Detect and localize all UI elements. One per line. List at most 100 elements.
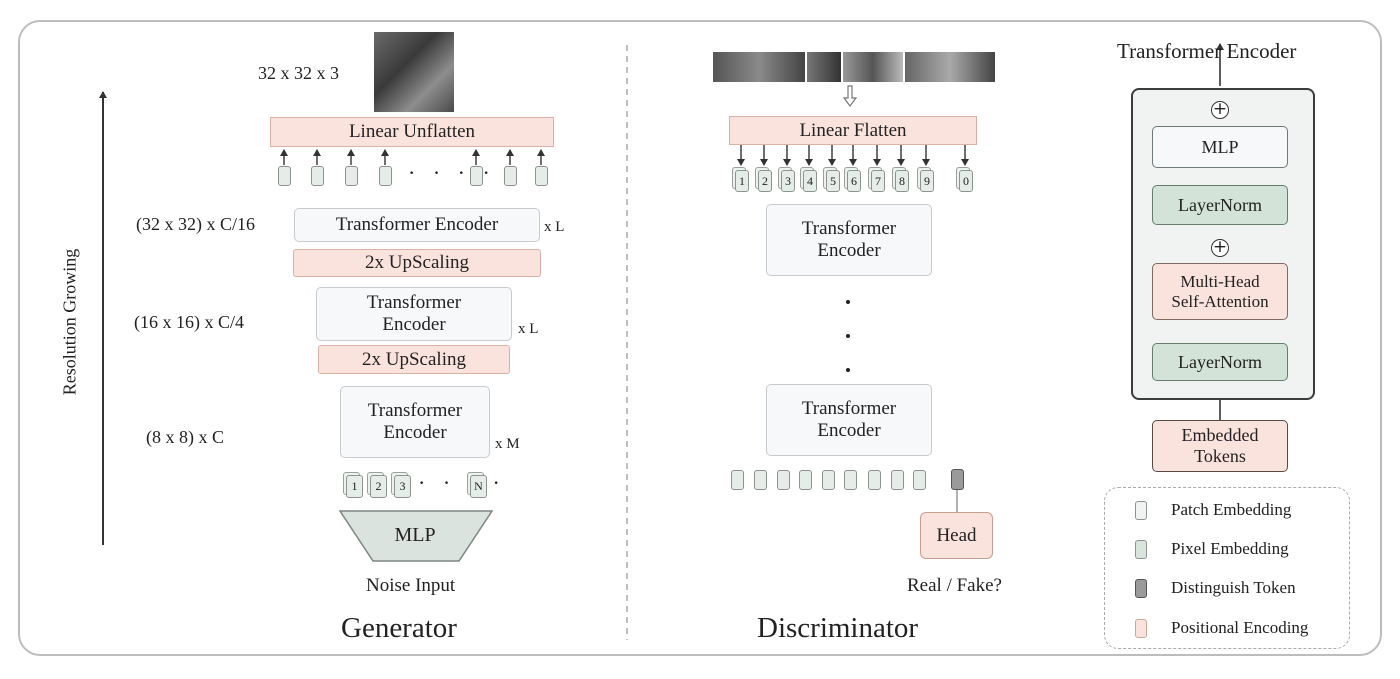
discriminator-patch-token: 2 (758, 170, 772, 192)
discriminator-title: Discriminator (757, 612, 919, 644)
stage2-repeat-label: x L (518, 321, 539, 337)
generator-patch-token (470, 166, 483, 186)
stage3-encoder-line2: Encoder (383, 422, 447, 443)
generator-patch-token (379, 166, 392, 186)
discriminator-output-token (844, 470, 857, 490)
encoder-layernorm-top: LayerNorm (1152, 185, 1288, 225)
legend-item-patch-embedding: Patch Embedding (1135, 499, 1291, 521)
generator-title: Generator (341, 612, 457, 644)
stage2-encoder-line1: Transformer (366, 292, 462, 314)
discriminator-patch-token: 0 (959, 170, 973, 192)
residual-add-top-icon: + (1211, 99, 1229, 119)
discriminator-patch-token: 8 (895, 170, 909, 192)
discriminator-encoder-bottom-line1: Transformer (801, 398, 897, 420)
noise-token: N (470, 475, 487, 498)
discriminator-patch-token: 4 (803, 170, 817, 192)
linear-unflatten-block: Linear Unflatten (270, 117, 554, 147)
output-shape-label: 32 x 32 x 3 (258, 63, 339, 83)
input-patch-strip (713, 52, 995, 82)
discriminator-encoder-top-line1: Transformer (801, 218, 897, 240)
input-patch-image (713, 52, 805, 82)
stage2-encoder-line2: Encoder (382, 314, 446, 335)
noise-token: 3 (394, 475, 411, 498)
discriminator-output-token (731, 470, 744, 490)
embedded-tokens-block: Embedded Tokens (1152, 420, 1288, 472)
noise-token: 1 (346, 475, 363, 498)
generator-patch-token (311, 166, 324, 186)
discriminator-output-token (799, 470, 812, 490)
legend-label: Distinguish Token (1171, 578, 1296, 597)
discriminator-patch-token: 7 (871, 170, 885, 192)
legend-label: Patch Embedding (1171, 500, 1292, 519)
stage1-upscaling-block: 2x UpScaling (293, 249, 541, 277)
input-patch-image (905, 52, 995, 82)
stage2-upscaling-block: 2x UpScaling (318, 345, 510, 374)
resolution-growing-label: Resolution Growing (59, 248, 80, 396)
encoder-layernorm-bottom: LayerNorm (1152, 343, 1288, 381)
legend-swatch (1135, 618, 1147, 638)
stack-ellipsis-dot (846, 368, 850, 372)
residual-add-bottom-icon: + (1211, 237, 1229, 257)
discriminator-output-token (777, 470, 790, 490)
multi-head-attention-block: Multi-Head Self-Attention (1152, 263, 1288, 320)
legend-item-distinguish-token: Distinguish Token (1135, 577, 1296, 599)
embedded-line1: Embedded (1181, 425, 1259, 446)
noise-token-ellipsis: · · · · (418, 470, 506, 495)
stage1-shape-label: (32 x 32) x C/16 (136, 214, 255, 234)
discriminator-output-token (822, 470, 835, 490)
generator-patch-token (504, 166, 517, 186)
legend: Patch Embedding Pixel Embedding Distingu… (1104, 487, 1350, 649)
discriminator-patch-token: 5 (826, 170, 840, 192)
discriminator-encoder-bottom-line2: Encoder (817, 420, 881, 441)
head-block: Head (920, 512, 993, 559)
legend-swatch (1135, 500, 1147, 520)
input-patch-image (807, 52, 841, 82)
stage2-transformer-encoder: Transformer Encoder (316, 287, 512, 341)
encoder-mlp-block: MLP (1152, 126, 1288, 168)
legend-item-positional-encoding: Positional Encoding (1135, 617, 1308, 639)
legend-swatch (1135, 578, 1147, 598)
generator-patch-token (535, 166, 548, 186)
stage2-shape-label: (16 x 16) x C/4 (134, 312, 244, 332)
stack-ellipsis-dot (846, 334, 850, 338)
generator-patch-token (345, 166, 358, 186)
discriminator-patch-token: 6 (847, 170, 861, 192)
discriminator-encoder-top: Transformer Encoder (766, 204, 932, 276)
discriminator-patch-token: 1 (735, 170, 749, 192)
distinguish-token (951, 469, 964, 490)
discriminator-patch-token: 9 (920, 170, 934, 192)
discriminator-output-token (754, 470, 767, 490)
generator-patch-token (278, 166, 291, 186)
generated-dog-image (374, 32, 454, 112)
stack-ellipsis-dot (846, 300, 850, 304)
stage1-transformer-encoder: Transformer Encoder (294, 208, 540, 242)
legend-label: Positional Encoding (1171, 618, 1309, 637)
mlp-label: MLP (394, 523, 436, 546)
linear-flatten-block: Linear Flatten (729, 116, 977, 145)
legend-item-pixel-embedding: Pixel Embedding (1135, 538, 1289, 560)
stage3-encoder-line1: Transformer (367, 400, 463, 422)
discriminator-encoder-top-line2: Encoder (817, 240, 881, 261)
discriminator-patch-token: 3 (781, 170, 795, 192)
stage1-repeat-label: x L (544, 219, 565, 235)
discriminator-output-token (913, 470, 926, 490)
stage3-repeat-label: x M (495, 436, 520, 452)
attention-line2: Self-Attention (1171, 291, 1269, 311)
encoder-detail-title: Transformer Encoder (1117, 39, 1297, 63)
attention-line1: Multi-Head (1180, 271, 1260, 291)
legend-label: Pixel Embedding (1171, 539, 1289, 558)
stage3-shape-label: (8 x 8) x C (146, 427, 224, 447)
discriminator-output-token (891, 470, 904, 490)
noise-token: 2 (370, 475, 387, 498)
embedded-line2: Tokens (1194, 446, 1246, 466)
discriminator-encoder-bottom: Transformer Encoder (766, 384, 932, 456)
real-fake-label: Real / Fake? (907, 575, 1002, 596)
legend-swatch (1135, 539, 1147, 559)
noise-input-label: Noise Input (366, 575, 456, 596)
diagram-frame (18, 20, 1382, 656)
mlp-trapezoid (339, 510, 493, 562)
discriminator-output-token (868, 470, 881, 490)
input-patch-image (843, 52, 903, 82)
stage3-transformer-encoder: Transformer Encoder (340, 386, 490, 458)
